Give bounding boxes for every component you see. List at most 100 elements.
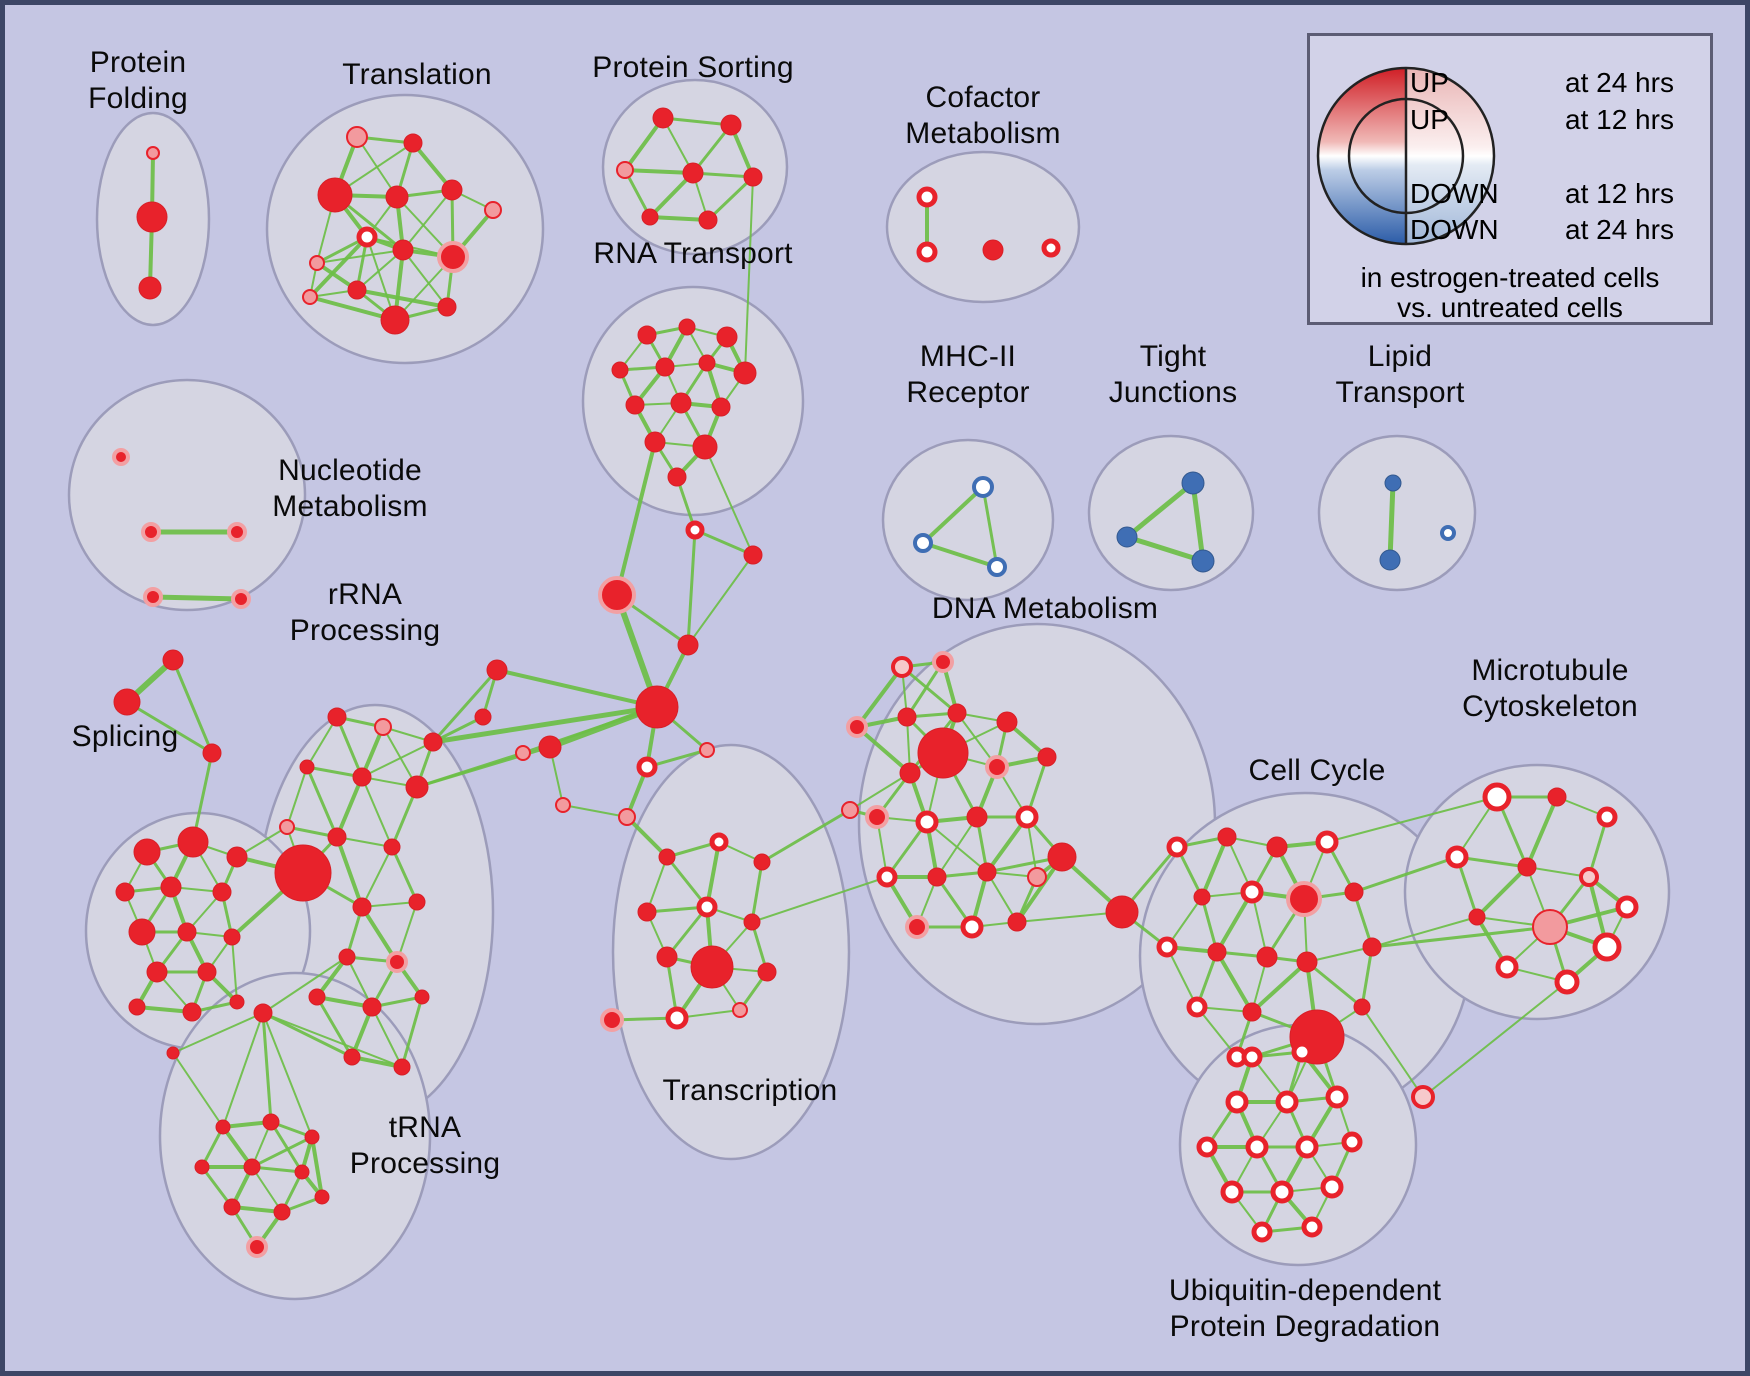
network-edge [1166, 946, 1198, 1008]
network-node [393, 1058, 411, 1076]
network-node [692, 434, 718, 460]
network-node [932, 651, 954, 673]
network-edge [172, 1012, 264, 1054]
network-edge [1306, 946, 1373, 963]
network-node [177, 922, 197, 942]
network-edge [665, 855, 709, 909]
network-node [356, 226, 378, 248]
label-cofactor-metabolism: Cofactor Metabolism [905, 81, 1061, 150]
network-node [1240, 880, 1264, 904]
network-edge [495, 668, 659, 709]
network-node [383, 838, 401, 856]
network-edge [1526, 866, 1590, 878]
network-node [352, 897, 372, 917]
network-node [841, 801, 859, 819]
network-node [1186, 996, 1208, 1018]
network-edge [150, 594, 244, 602]
network-edge [1525, 795, 1559, 869]
network-node [1217, 827, 1237, 847]
network-node [916, 186, 938, 208]
network-node [1341, 1131, 1363, 1153]
network-edge [751, 876, 888, 923]
network-node [960, 915, 984, 939]
network-node [1517, 857, 1537, 877]
network-node [279, 819, 295, 835]
network-edge [269, 1120, 304, 1174]
network-node [1041, 238, 1061, 258]
network-node [1295, 1135, 1319, 1159]
network-edge [231, 936, 238, 1003]
network-node [982, 239, 1004, 261]
network-node [1554, 969, 1580, 995]
network-edge [251, 1166, 283, 1213]
network-node [437, 241, 469, 273]
network-node [314, 1189, 330, 1205]
network-node [916, 241, 938, 263]
network-edge [1124, 480, 1196, 540]
network-node [897, 707, 917, 727]
network-edge [921, 541, 999, 569]
network-edge [855, 665, 904, 729]
network-edge [335, 835, 364, 909]
network-node [635, 685, 679, 729]
cluster-ellipse-tight [1087, 434, 1255, 592]
network-node [1181, 471, 1205, 495]
network-edge [849, 772, 911, 811]
legend-ring-glyph [1316, 66, 1496, 246]
network-node [308, 988, 326, 1006]
network-edge [1370, 925, 1552, 949]
network-canvas [67, 78, 1671, 1301]
network-node [972, 476, 994, 498]
network-node [346, 126, 368, 148]
network-node [1579, 867, 1599, 887]
network-node [1362, 937, 1382, 957]
network-node [677, 634, 699, 656]
network-node [194, 1159, 210, 1175]
network-edge [361, 776, 393, 848]
network-node [423, 732, 443, 752]
network-node [141, 522, 161, 542]
network-node [274, 844, 332, 902]
network-edge [705, 840, 721, 909]
label-nucleotide-metabolism: Nucleotide Metabolism [272, 454, 428, 523]
network-node [876, 866, 898, 888]
network-node [667, 467, 687, 487]
label-trna-processing: tRNA Processing [349, 1111, 501, 1180]
label-protein-folding: Protein Folding [88, 46, 188, 115]
network-edge [172, 1052, 224, 1128]
network-edge [750, 860, 764, 924]
legend-up-24-time: at 24 hrs [1565, 67, 1674, 98]
network-node [133, 838, 161, 866]
label-mhc-ii-receptor: MHC-II Receptor [906, 340, 1030, 409]
network-node [616, 161, 634, 179]
network-node [327, 707, 347, 727]
network-node [486, 659, 508, 681]
network-node [698, 354, 716, 372]
legend-up-24-label: UP [1410, 67, 1449, 98]
network-edge [306, 716, 338, 768]
legend-down-12-time: at 12 hrs [1565, 178, 1674, 209]
network-node [1191, 549, 1215, 573]
network-node [352, 767, 372, 787]
network-node [899, 762, 921, 784]
network-edge [625, 815, 669, 859]
legend-caption-line2: vs. untreated cells [1397, 292, 1623, 323]
network-node [711, 397, 731, 417]
network-edge [402, 249, 448, 308]
network-node [665, 1006, 689, 1030]
network-node [732, 1002, 748, 1018]
network-node [474, 708, 492, 726]
network-node [1291, 1041, 1313, 1063]
legend-box: UP at 24 hrs UP at 12 hrs DOWN at 12 hrs… [1307, 33, 1713, 325]
network-node [128, 998, 146, 1016]
network-node [223, 1198, 241, 1216]
network-node [347, 280, 367, 300]
network-node [611, 361, 629, 379]
network-node [1320, 1175, 1344, 1199]
network-node [484, 201, 502, 219]
network-node [637, 325, 657, 345]
network-node [1445, 845, 1469, 869]
network-edge [646, 856, 668, 913]
label-microtubule-cytoskeleton: Microtubule Cytoskeleton [1462, 654, 1638, 723]
